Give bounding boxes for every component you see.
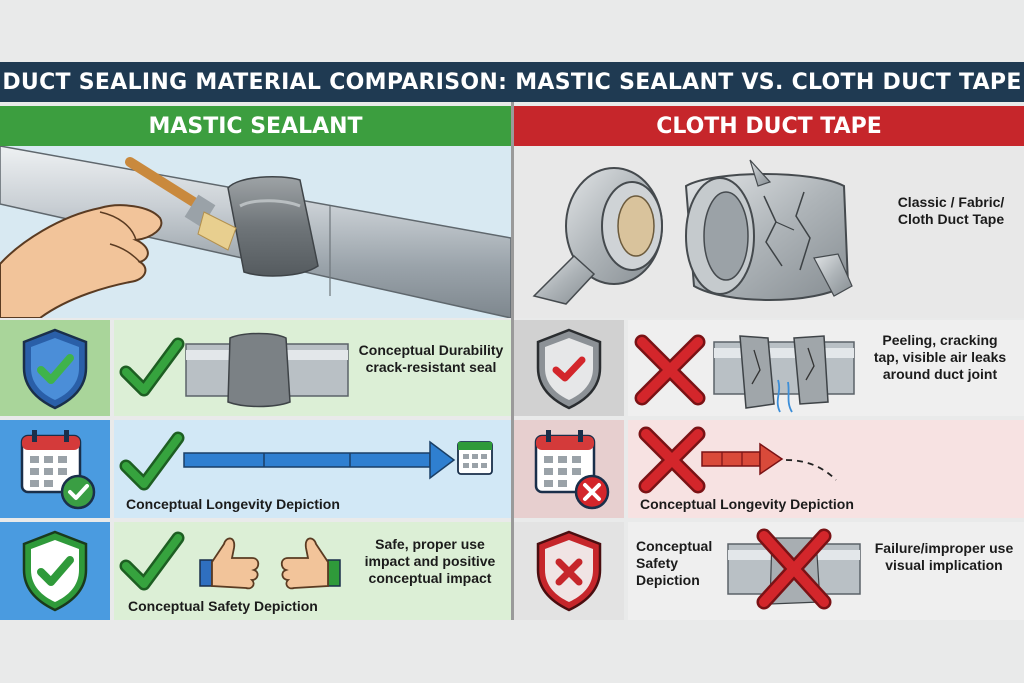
shield-check-icon xyxy=(22,328,88,410)
cross-icon xyxy=(634,334,706,406)
cloth-duct-tape-header: CLOTH DUCT TAPE xyxy=(514,106,1024,146)
tape-type-label: Classic / Fabric/ Cloth Duct Tape xyxy=(882,194,1020,228)
thumbs-up-icon xyxy=(199,537,260,590)
safety-description: Safe, proper use impact and positive con… xyxy=(352,536,508,587)
tape-safety-line-1: Failure/improper use xyxy=(874,540,1014,556)
tape-longevity-calendar-box xyxy=(514,420,624,518)
tape-safety-description: Failure/improper use visual implication xyxy=(866,540,1022,574)
cloth-tape-hero-illustration: Classic / Fabric/ Cloth Duct Tape xyxy=(514,146,1024,318)
durability-label: Conceptual Durability crack-resistant se… xyxy=(352,342,510,376)
safety-line-1: Safe, proper use xyxy=(375,536,485,552)
tape-type-line-2: Cloth Duct Tape xyxy=(897,211,1005,227)
tape-longevity-illustration xyxy=(638,426,837,494)
tape-durability-illustration xyxy=(634,334,855,413)
durability-line-1: Conceptual Durability xyxy=(358,342,504,358)
safety-line-2: impact and positive xyxy=(364,553,496,569)
tape-durability-shield-box xyxy=(514,320,624,416)
tape-durability-panel: Peeling, cracking tap, visible air leaks… xyxy=(628,320,1024,416)
tape-roll-and-damaged-duct-illustration xyxy=(532,159,853,305)
safety-illustration xyxy=(119,531,341,591)
longevity-panel: Conceptual Longevity Depiction xyxy=(114,420,511,518)
brush-applying-mastic-illustration xyxy=(0,146,511,318)
cross-icon xyxy=(638,426,706,494)
arrow-head-icon xyxy=(759,442,784,476)
shield-cross-icon xyxy=(536,530,602,612)
durability-line-2: crack-resistant seal xyxy=(365,359,497,375)
cross-icon xyxy=(756,528,832,610)
calendar-check-icon xyxy=(20,430,96,510)
durability-illustration xyxy=(119,332,349,408)
durability-shield-box xyxy=(0,320,110,416)
safety-panel: Safe, proper use impact and positive con… xyxy=(114,522,511,620)
tape-safety-line-2: visual implication xyxy=(885,557,1003,573)
longevity-illustration xyxy=(119,431,493,491)
longevity-label: Conceptual Longevity Depiction xyxy=(126,496,340,512)
tape-durability-line-3: around duct joint xyxy=(882,366,998,382)
durability-panel: Conceptual Durability crack-resistant se… xyxy=(114,320,511,416)
small-calendar-icon xyxy=(457,441,493,475)
tape-safety-caption-1: Conceptual xyxy=(636,538,713,554)
longevity-calendar-box xyxy=(0,420,110,518)
mastic-hero-illustration xyxy=(0,146,511,318)
tape-longevity-panel: Conceptual Longevity Depiction xyxy=(628,420,1024,518)
tape-safety-caption-2: Safety xyxy=(636,555,679,571)
tape-safety-shield-box xyxy=(514,522,624,620)
tape-durability-line-2: tap, visible air leaks xyxy=(873,349,1007,365)
calendar-cross-icon xyxy=(534,430,610,510)
tape-safety-caption: Conceptual Safety Depiction xyxy=(636,538,736,589)
page-title: DUCT SEALING MATERIAL COMPARISON: MASTIC… xyxy=(0,62,1024,102)
arrow-head-icon xyxy=(429,440,456,480)
tape-durability-label: Peeling, cracking tap, visible air leaks… xyxy=(858,332,1022,383)
thumbs-up-icon xyxy=(280,537,341,590)
center-divider xyxy=(511,102,514,620)
tape-durability-line-1: Peeling, cracking xyxy=(882,332,998,348)
shield-broken-check-icon xyxy=(536,328,602,410)
shield-check-green-icon xyxy=(22,530,88,612)
tape-type-line-1: Classic / Fabric/ xyxy=(897,194,1005,210)
tape-safety-illustration xyxy=(727,528,861,610)
tape-safety-caption-3: Depiction xyxy=(636,572,700,588)
tape-longevity-label: Conceptual Longevity Depiction xyxy=(640,496,854,512)
tape-safety-panel: Conceptual Safety Depiction Failure/impr… xyxy=(628,522,1024,620)
safety-line-3: conceptual impact xyxy=(368,570,492,586)
safety-shield-box xyxy=(0,522,110,620)
safety-caption: Conceptual Safety Depiction xyxy=(128,598,318,614)
mastic-sealant-header: MASTIC SEALANT xyxy=(0,106,511,146)
